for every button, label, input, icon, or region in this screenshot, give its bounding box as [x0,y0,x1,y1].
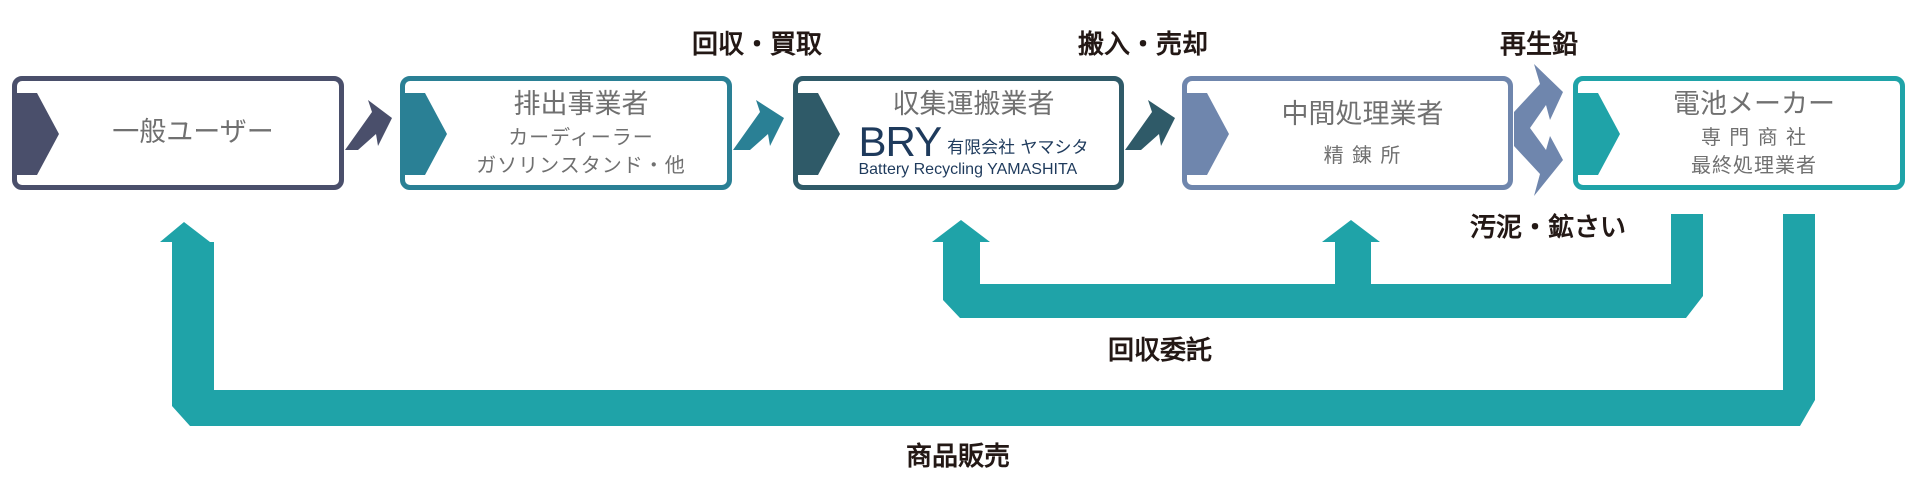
node-general-user: 一般ユーザー [12,76,344,190]
node-discharger: 排出事業者 カーディーラー ガソリンスタンド・他 [400,76,732,190]
flow-product-sales [160,214,1815,426]
arrow-refiner-split [1514,64,1563,196]
node-subtitle: 専 門 商 社 [1700,125,1808,149]
node-title: 収集運搬業者 [892,89,1055,120]
node-battery-maker: 電池メーカー 専 門 商 社 最終処理業者 [1573,76,1905,190]
label-collect-buy: 回収・買取 [692,30,823,60]
arrow-collector-to-refiner [1125,100,1175,150]
node-subtitle: ガソリンスタンド・他 [476,153,686,177]
node-title: 排出事業者 [513,89,649,120]
logo-english: Battery Recycling YAMASHITA [858,161,1078,178]
node-title: 電池メーカー [1673,89,1835,120]
arrow-user-to-dealer [345,100,392,150]
node-collector: 収集運搬業者 BRY 有限会社 ヤマシタ Battery Recycling Y… [793,76,1124,190]
flow-collection-consign [932,214,1703,318]
label-recycled-lead: 再生鉛 [1500,30,1579,60]
chevron-tab-icon [17,93,59,175]
chevron-tab-icon [1187,93,1229,175]
chevron-tab-icon [798,93,840,175]
chevron-tab-icon [405,93,447,175]
label-product-sales: 商品販売 [906,442,1011,472]
node-title: 中間処理業者 [1281,99,1444,130]
node-title: 一般ユーザー [112,117,274,148]
node-subtitle: 精 錬 所 [1323,143,1402,167]
label-deliver-sell: 搬入・売却 [1078,30,1209,60]
chevron-tab-icon [1578,93,1620,175]
node-intermediate-processor: 中間処理業者 精 錬 所 [1182,76,1513,190]
node-subtitle: カーディーラー [508,125,654,149]
company-logo: BRY 有限会社 ヤマシタ Battery Recycling YAMASHIT… [828,118,1089,179]
label-collection-consign: 回収委託 [1108,336,1213,366]
label-sludge-slag: 汚泥・鉱さい [1470,213,1627,243]
arrow-dealer-to-collector [733,100,784,150]
logo-company: 有限会社 ヤマシタ [947,138,1089,158]
node-subtitle: 最終処理業者 [1691,153,1817,177]
logo-mark: BRY [858,118,942,165]
